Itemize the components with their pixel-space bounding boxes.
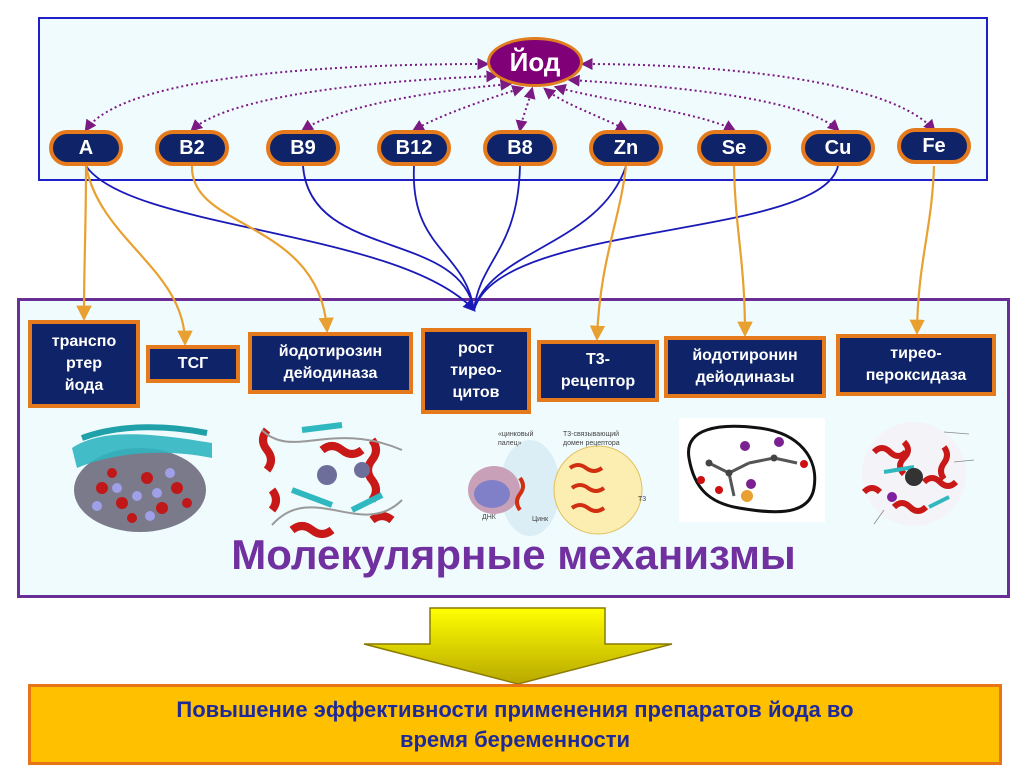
result-box: Повышение эффективности применения препа…: [28, 684, 1002, 765]
result-text: Повышение эффективности применения препа…: [176, 696, 854, 752]
specific-links: [76, 165, 936, 347]
nutrient-b12: B12: [377, 130, 451, 166]
down-arrow: [363, 607, 673, 685]
growth-links: [85, 165, 839, 312]
mechanism-iodothyronine-deiodinases: йодотиронин дейодиназы: [664, 336, 826, 398]
iodothyronine-molecule-image: [679, 418, 825, 522]
nutrient-b9: B9: [266, 130, 340, 166]
iodine-links: [84, 58, 936, 133]
nutrient-zn: Zn: [589, 130, 663, 166]
mechanism-tsg: ТСГ: [146, 345, 240, 383]
mechanism-thyroperoxidase: тирео- пероксидаза: [836, 334, 996, 396]
t3-domain-label: Т3-связывающий домен рецептора: [563, 431, 620, 447]
section-title: Молекулярные механизмы: [231, 531, 796, 578]
mechanism-iodine-transporter: транспо ртер йода: [28, 320, 140, 408]
dna-label: ДНК: [482, 514, 496, 521]
nutrient-a: A: [49, 130, 123, 166]
mechanism-t3-receptor: Т3- рецептор: [537, 340, 659, 402]
mechanism-thyrocyte-growth: рост тирео- цитов: [421, 328, 531, 414]
zinc-finger-label: «цинковый палец»: [498, 431, 534, 447]
nutrient-fe: Fe: [897, 128, 971, 164]
t3-receptor-image: «цинковый палец» Т3-связывающий домен ре…: [460, 428, 650, 536]
nutrient-b2: B2: [155, 130, 229, 166]
nutrient-se: Se: [697, 130, 771, 166]
mechanism-iodotyrosine-deiodinase: йодотирозин дейодиназа: [248, 332, 413, 394]
nutrient-cu: Cu: [801, 130, 875, 166]
iodine-node: Йод: [487, 37, 583, 87]
iodotyrosine-deiodinase-image: [259, 422, 403, 538]
thyroperoxidase-image: [861, 422, 975, 526]
nutrient-b8: B8: [483, 130, 557, 166]
transporter-structure-image: [72, 424, 212, 532]
t3-label: Т3: [638, 496, 647, 503]
zinc-label: Цинк: [532, 516, 549, 523]
